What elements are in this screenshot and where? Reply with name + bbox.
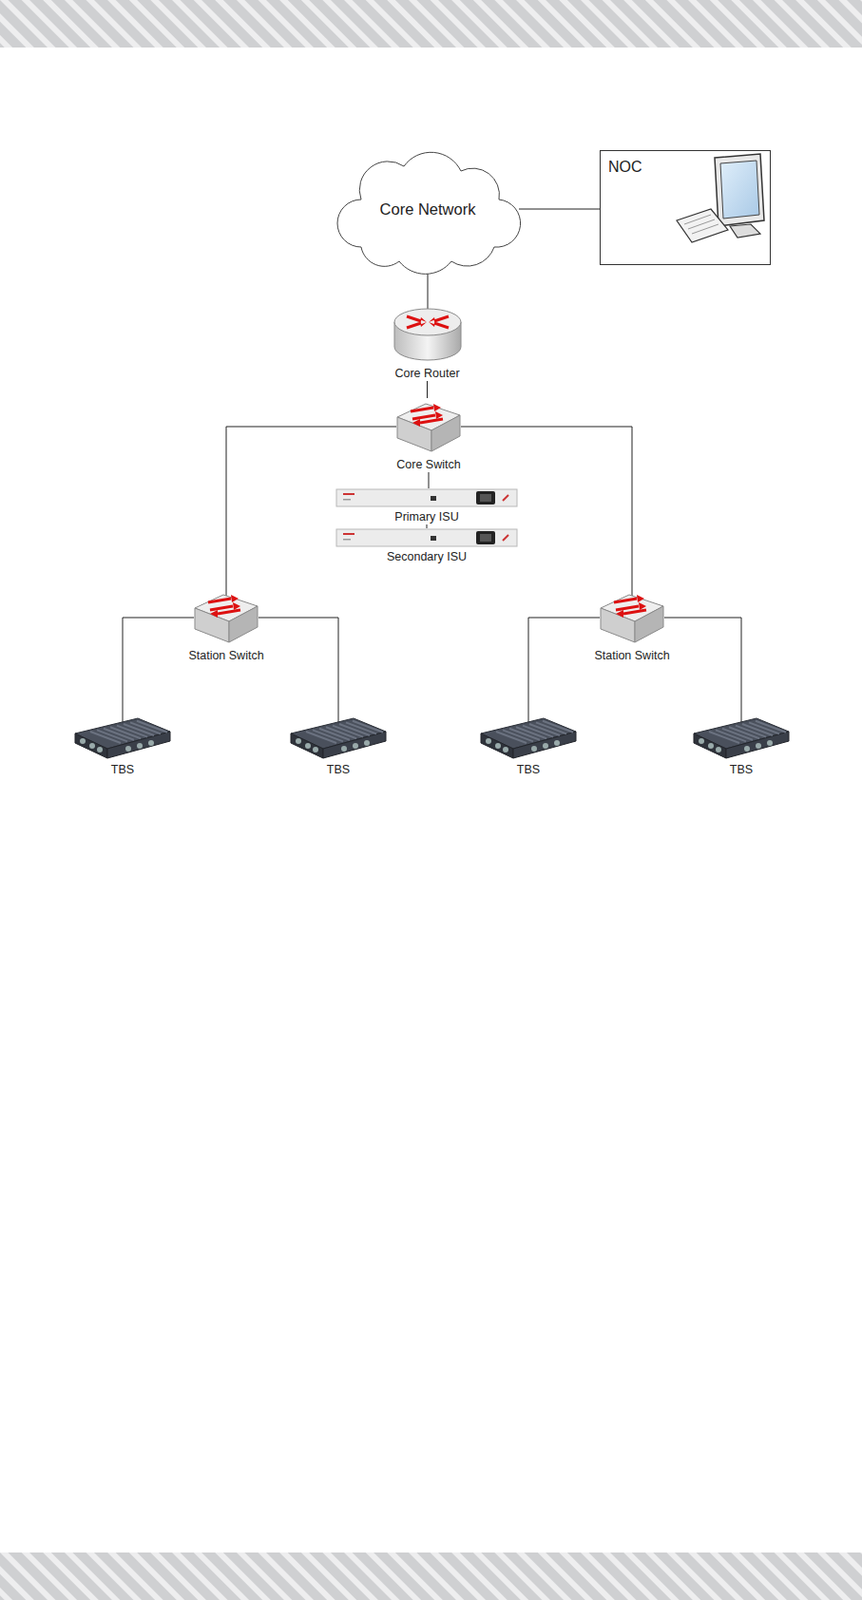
node-label: TBS <box>727 763 755 778</box>
box-heading: NOC <box>606 157 645 176</box>
connector-line <box>426 381 428 399</box>
isu-icon <box>335 488 518 508</box>
tbs-icon <box>477 714 580 761</box>
node-label: TBS <box>515 763 542 778</box>
switch-icon <box>191 589 262 647</box>
tbs-icon <box>689 714 793 761</box>
isu-icon <box>335 528 518 548</box>
switch-icon <box>393 398 464 456</box>
isu-node: Secondary ISU <box>335 528 518 565</box>
switch-node: Station Switch <box>184 589 269 664</box>
noc-box: NOC <box>599 150 771 266</box>
connector-line <box>428 472 430 489</box>
connector-line <box>518 209 600 211</box>
node-label: TBS <box>325 763 352 778</box>
connector-line <box>258 617 339 725</box>
cloud-label: Core Network <box>378 199 479 219</box>
switch-node: Station Switch <box>590 589 674 664</box>
tbs-node: TBS <box>477 714 580 778</box>
tbs-node: TBS <box>689 714 793 778</box>
connector-line <box>122 617 194 725</box>
tbs-node: TBS <box>287 714 390 778</box>
connector-line <box>664 617 742 725</box>
tbs-icon <box>287 714 390 761</box>
cloud-node: Core Network <box>323 142 533 276</box>
node-label: Station Switch <box>592 649 671 664</box>
node-label: Primary ISU <box>392 510 460 525</box>
node-label: Station Switch <box>186 649 266 664</box>
node-label: TBS <box>109 763 136 778</box>
router-node: Core Router <box>390 305 464 382</box>
node-label: Secondary ISU <box>384 550 469 565</box>
connector-line <box>528 617 600 725</box>
node-label: Core Switch <box>394 458 462 473</box>
switch-node: Core Switch <box>392 398 465 473</box>
connector-line <box>426 524 428 529</box>
connector-line <box>427 272 429 309</box>
hatched-band <box>0 1552 862 1600</box>
isu-node: Primary ISU <box>335 488 518 525</box>
connector-line <box>460 426 633 597</box>
router-icon <box>391 305 464 364</box>
hatched-band <box>0 0 862 48</box>
keyboard <box>676 209 728 243</box>
node-label: Core Router <box>392 366 461 382</box>
switch-icon <box>596 589 668 647</box>
tbs-icon <box>71 714 174 761</box>
connector-line <box>226 426 397 597</box>
tbs-node: TBS <box>71 714 174 778</box>
